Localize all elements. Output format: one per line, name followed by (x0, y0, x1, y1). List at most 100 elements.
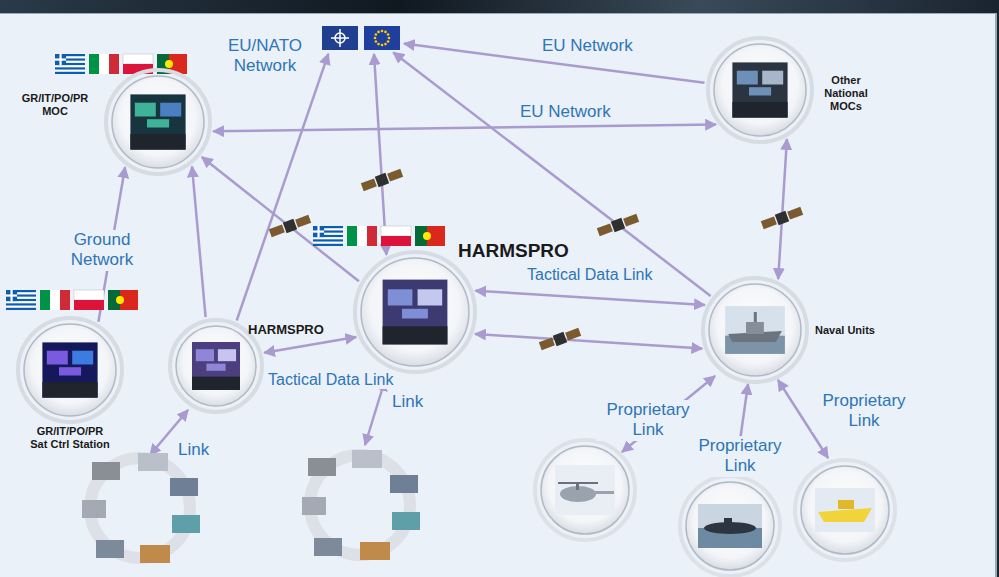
link-line (365, 380, 385, 445)
eu-star (388, 37, 391, 40)
edge-label: Tactical Data Link (525, 265, 654, 284)
link-label: Proprietary Link (688, 436, 792, 477)
nato-flag (322, 26, 358, 50)
node-circle (176, 326, 256, 406)
sensor-ring (314, 538, 342, 556)
node-shape (104, 68, 212, 176)
helicopter-asset (535, 440, 635, 540)
monitor (206, 364, 225, 371)
sensor-ring (82, 453, 200, 563)
sensor-ring (392, 512, 420, 530)
link-label: Link (176, 440, 211, 460)
monitor (160, 103, 181, 117)
node-label: Naval Units (815, 324, 875, 337)
helicopter-asset (594, 491, 614, 494)
submarine-asset (686, 482, 774, 570)
sensor-ring (360, 542, 390, 560)
flag-row (313, 226, 343, 246)
network-link (264, 337, 356, 353)
submarine-asset (724, 518, 732, 526)
satellite-icon (760, 206, 803, 231)
flag-row (6, 290, 36, 310)
eu-star (375, 33, 378, 36)
boat-asset (838, 500, 854, 509)
node-shape (322, 26, 400, 50)
monitor (762, 71, 783, 85)
network-node-circle: Other National MOCs (706, 36, 814, 144)
node-circle (24, 324, 116, 416)
sensor-ring (140, 545, 170, 563)
flag-row (381, 226, 411, 246)
control-room-photo (42, 342, 97, 397)
node-label: GR/IT/PO/PR Sat Ctrl Station (28, 425, 112, 451)
ship-mast (754, 312, 757, 322)
flag-row (415, 226, 445, 246)
node-shape (706, 36, 814, 144)
node-circle (709, 284, 801, 376)
network-link (237, 54, 329, 321)
network-node-circle: GR/IT/PO/PR MOC (104, 68, 212, 176)
edge-label: EU Network (540, 36, 635, 56)
boat-asset (795, 460, 895, 560)
background-strip (0, 0, 999, 13)
monitor (218, 349, 236, 361)
node-outer-ring (703, 278, 807, 382)
sensor-ring (172, 515, 200, 533)
eu-star (374, 37, 377, 40)
eu-star (387, 40, 390, 43)
node-label: GR/IT/PO/PR MOC (15, 92, 95, 118)
sensor-ring (302, 497, 326, 515)
network-link (475, 334, 702, 349)
boat-asset (815, 488, 875, 532)
monitor (47, 351, 68, 365)
satellite-icon (268, 214, 311, 239)
flag-row (313, 226, 445, 246)
control-room-photo (383, 280, 448, 345)
network-link (374, 54, 386, 255)
eu-star (377, 43, 380, 46)
submarine-asset (698, 504, 762, 548)
eu-flag (364, 26, 400, 50)
flag-row (40, 290, 70, 310)
network-link (213, 125, 716, 132)
monitor (418, 289, 443, 305)
monitor (402, 309, 428, 319)
helicopter-asset (558, 482, 598, 484)
sensor-ring (138, 453, 168, 471)
link-label: Link (390, 392, 425, 412)
flag-row (89, 54, 119, 74)
helicopter-asset (555, 465, 615, 515)
link-line (150, 376, 828, 476)
eu-star (377, 31, 380, 34)
helicopter-asset (535, 440, 635, 540)
monitor (737, 71, 758, 85)
satellite-icon (360, 168, 403, 193)
network-link (778, 139, 787, 279)
console-desk (732, 102, 787, 118)
node-label: HARMSPRO (458, 240, 569, 263)
eu-star (384, 43, 387, 46)
node-outer-ring (106, 70, 210, 174)
node-outer-ring (18, 318, 122, 422)
network-node-circle: GR/IT/PO/PR Sat Ctrl Station (16, 316, 124, 424)
boat-asset (818, 508, 872, 522)
node-shape (353, 250, 477, 374)
sky-photo (725, 306, 785, 354)
sensor-ring (170, 478, 198, 496)
node-label: HARMSPRO (248, 322, 324, 338)
network-link (475, 291, 705, 305)
helicopter-asset (576, 484, 579, 490)
monitor (59, 367, 81, 375)
sensor-ring (352, 450, 382, 468)
console-desk (130, 134, 185, 150)
sensor-ring (92, 462, 120, 480)
helicopter-asset (541, 446, 629, 534)
flag-row (74, 290, 104, 310)
edge-label: Ground Network (55, 230, 149, 271)
submarine-asset (680, 476, 780, 576)
satellite-icon (538, 327, 581, 352)
flag-row (55, 54, 85, 74)
node-circle (361, 258, 469, 366)
monitor (147, 119, 169, 127)
